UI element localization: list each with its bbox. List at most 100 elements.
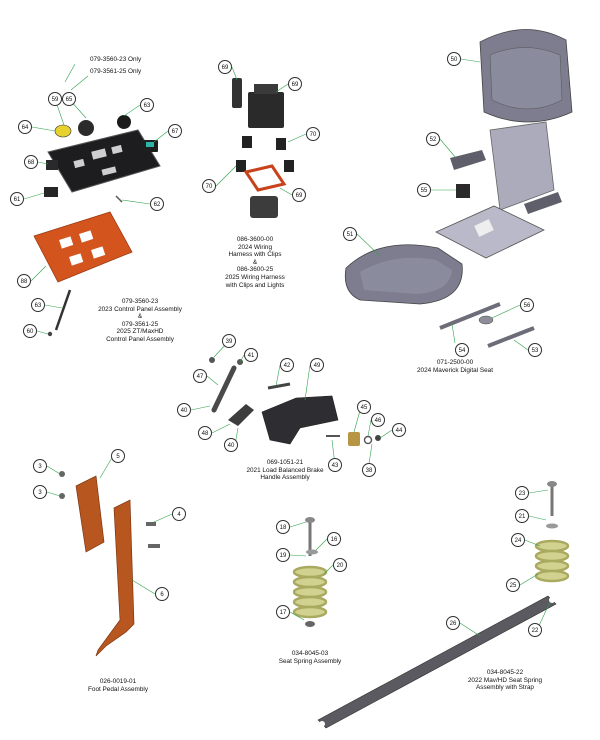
caption-line: Foot Pedal Assembly — [87, 685, 149, 693]
callout-bubble: 61 — [10, 192, 24, 206]
callout-bubble: 26 — [446, 616, 460, 630]
seat-base-plate — [435, 205, 545, 259]
callout-bubble: 44 — [392, 423, 406, 437]
callout-bubble: 3 — [33, 459, 47, 473]
foot-pedal-caption: 026-0019-01 Foot Pedal Assembly — [68, 678, 168, 693]
brake-spacer-part — [348, 432, 360, 446]
callout-bubble: 24 — [511, 533, 525, 547]
caption-line: 086-3600-00 — [236, 236, 274, 243]
connector-part — [44, 187, 58, 197]
callout-bubble: 63 — [31, 298, 45, 312]
armrest-left — [450, 150, 486, 170]
control-panel-group — [33, 115, 161, 337]
caption-line: 079-3561-25 Only — [90, 67, 142, 75]
caption-line: with Clips and Lights — [225, 281, 285, 289]
caption-line: 079-3561-25 — [121, 320, 159, 328]
callout-bubble: 70 — [202, 179, 216, 193]
callout-bubble: 43 — [328, 458, 342, 472]
callout-bubble: 52 — [426, 132, 440, 146]
foot-pedal-group — [59, 471, 160, 657]
callout-bubble: 6 — [155, 587, 169, 601]
caption-line: 2025 ZT/MaxHD — [116, 328, 164, 336]
callout-bubble: 69 — [292, 188, 306, 202]
callout-bubble: 4 — [172, 507, 186, 521]
caption-line: Harness with Clips — [228, 251, 282, 259]
gasket-part — [243, 164, 287, 192]
brake-caption: 069-1051-21 2021 Load Balanced Brake Han… — [230, 459, 340, 482]
caption-line: 034-8045-22 — [486, 669, 524, 676]
foot-pedal-arm — [95, 499, 135, 657]
seat-slide-rail — [439, 302, 501, 330]
wiring-harness-group — [232, 78, 294, 218]
callout-bubble: 50 — [447, 52, 461, 66]
harness-bracket — [232, 78, 242, 108]
callout-bubble: 69 — [218, 60, 232, 74]
callout-bubble: 60 — [23, 324, 37, 338]
caption-line: 2021 Load Balanced Brake — [246, 466, 324, 474]
caption-line: 086-3600-25 — [236, 266, 274, 274]
panel-rod-part — [54, 289, 72, 331]
caption-line: 071-2500-00 — [436, 359, 474, 366]
callout-bubble: 41 — [244, 348, 258, 362]
callout-bubble: 88 — [17, 274, 31, 288]
callout-bubble: 19 — [276, 548, 290, 562]
callout-bubble: 68 — [24, 155, 38, 169]
callout-bubble: 46 — [371, 413, 385, 427]
callout-bubble: 62 — [150, 197, 164, 211]
callout-bubble: 47 — [193, 369, 207, 383]
callout-bubble: 63 — [140, 98, 154, 112]
round-cap-part — [117, 115, 131, 129]
spring-coil-part — [292, 565, 328, 619]
control-panel-plate — [47, 129, 161, 193]
callout-bubble: 40 — [177, 403, 191, 417]
seat-switch-part — [456, 184, 470, 198]
caption-line: Seat Spring Assembly — [278, 657, 342, 665]
callout-bubble: 25 — [506, 578, 520, 592]
brake-bracket-part — [261, 395, 339, 445]
callout-bubble: 69 — [288, 77, 302, 91]
seat-frame — [489, 121, 555, 211]
callout-bubble: 48 — [198, 426, 212, 440]
foot-pedal-plate — [75, 475, 105, 553]
caption-line: Control Panel Assembly — [106, 335, 174, 343]
caption-line: 079-3560-23 — [121, 298, 159, 305]
callout-bubble: 21 — [515, 509, 529, 523]
seat-caption: 071-2500-00 2024 Maverick Digital Seat — [400, 359, 510, 374]
spring-strap-caption: 034-8045-22 2022 Mav/HD Seat Spring Asse… — [450, 669, 560, 692]
caption-line: 2025 Wiring Harness — [225, 273, 285, 281]
callout-bubble: 20 — [333, 558, 347, 572]
control-panel-caption: 079-3560-23 2023 Control Panel Assembly … — [70, 298, 210, 344]
callout-bubble: 42 — [280, 358, 294, 372]
armrest-right — [524, 192, 562, 214]
callout-bubble: 22 — [528, 623, 542, 637]
seat-knob-part — [478, 315, 494, 325]
callout-bubble: 55 — [417, 183, 431, 197]
caption-line: 034-8045-03 — [291, 650, 329, 657]
caption-line: 2024 Wiring — [237, 243, 273, 251]
yellow-button-part — [54, 124, 72, 138]
callout-bubble: 59 — [48, 92, 62, 106]
caption-line: 2022 Mav/HD Seat Spring — [467, 676, 543, 684]
callout-bubble: 23 — [515, 486, 529, 500]
relay-block-part — [248, 92, 284, 128]
caption-line: & — [137, 313, 143, 321]
spring-strap-group — [317, 481, 570, 729]
callout-bubble: 18 — [276, 520, 290, 534]
caption-line: 079-3560-23 Only — [90, 56, 142, 63]
caption-line: 2024 Maverick Digital Seat — [416, 366, 493, 374]
callout-bubble: 64 — [18, 120, 32, 134]
caption-line: 2023 Control Panel Assembly — [98, 305, 182, 313]
caption-line: Assembly with Strap — [476, 684, 534, 692]
seat-group — [344, 29, 573, 348]
ignition-switch-part — [78, 120, 94, 136]
caption-line: 069-1051-21 — [266, 459, 304, 466]
callout-bubble: 5 — [111, 449, 125, 463]
callout-bubble: 3 — [33, 485, 47, 499]
caption-line: 026-0019-01 — [99, 678, 137, 685]
callout-bubble: 65 — [62, 92, 76, 106]
callout-bubble: 70 — [306, 127, 320, 141]
callout-bubble: 40 — [224, 438, 238, 452]
brake-handle-group — [209, 357, 381, 446]
callout-bubble: 49 — [310, 358, 324, 372]
